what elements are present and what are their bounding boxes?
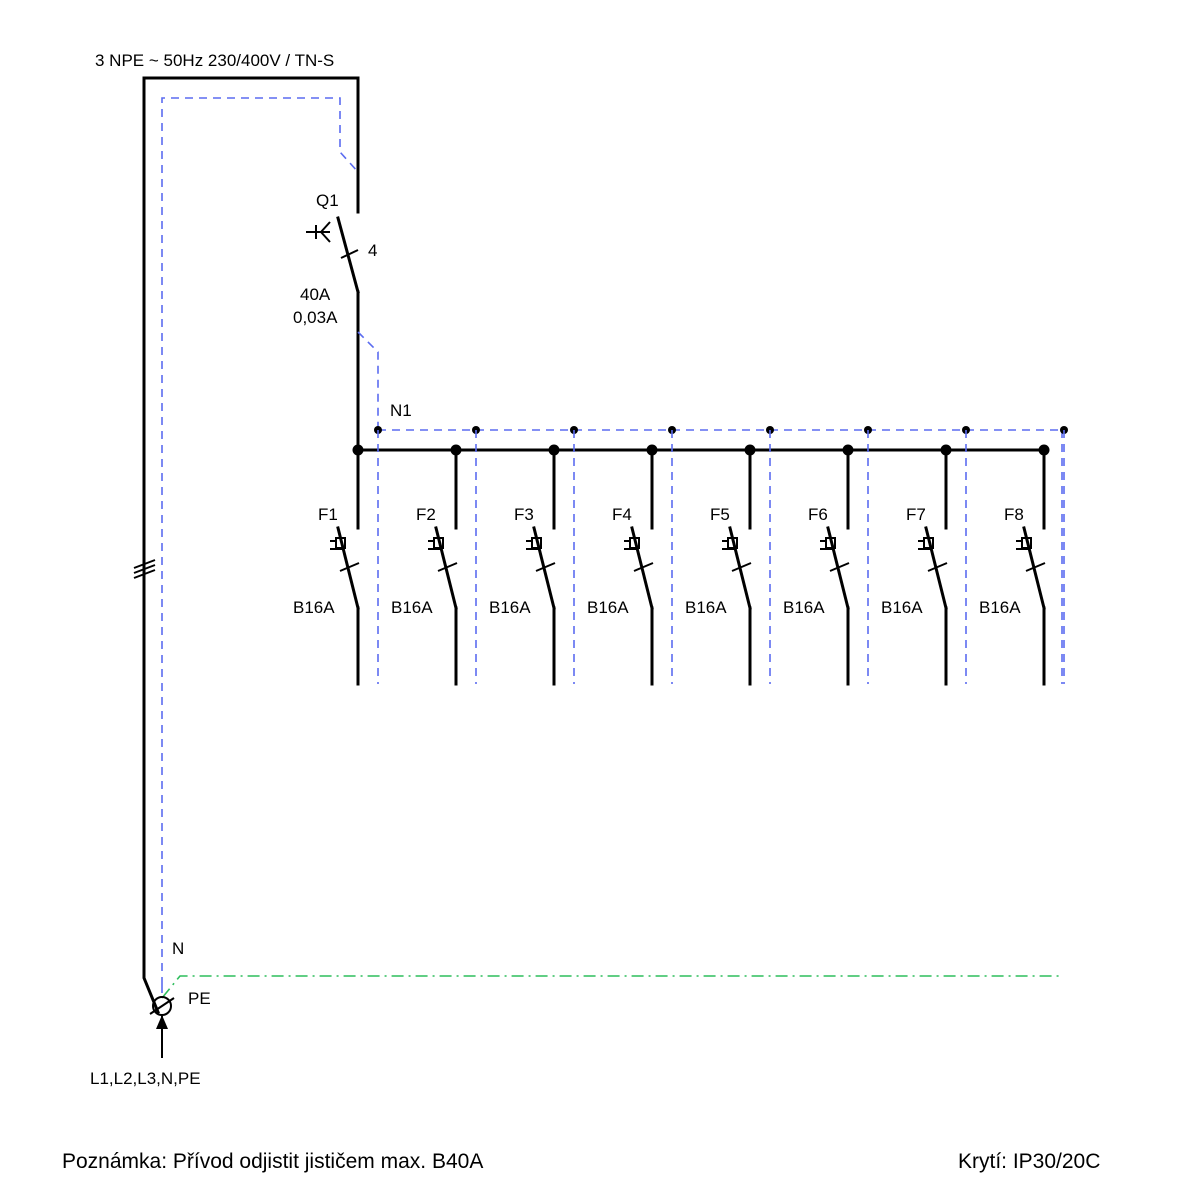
breaker-pole-tick-3 [535,562,556,572]
q1-pole-tick [340,249,359,259]
phase-junction-7 [940,444,952,456]
q1-output-neutral [357,331,379,430]
breaker-pole-tick-8 [1025,562,1046,572]
breaker-rating-1: B16A [293,598,335,617]
breaker-pole-tick-5 [731,562,752,572]
phase-junction-3 [548,444,560,456]
main-phase-conductor [142,76,360,1014]
n-entry-label: N [172,939,184,958]
breaker-label-1: F1 [318,505,338,524]
breaker-rating-3: B16A [489,598,531,617]
breaker-label-6: F6 [808,505,828,524]
pe-conductor [161,975,1062,999]
footer-note: Poznámka: Přívod odjistit jističem max. … [62,1150,483,1173]
q1-poles: 4 [368,241,377,260]
breaker-label-8: F8 [1004,505,1024,524]
q1-rating: 40A [300,285,331,304]
supply-entry-terminal [149,996,175,1058]
breaker-pole-tick-4 [633,562,654,572]
footer-protection: Krytí: IP30/20C [958,1150,1100,1173]
supply-input-label: L1,L2,L3,N,PE [90,1069,201,1088]
supply-title: 3 NPE ~ 50Hz 230/400V / TN-S [95,51,334,70]
phase-junction-4 [646,444,658,456]
q1-trip-actuator-icon [306,221,331,243]
breaker-rating-2: B16A [391,598,433,617]
q1-residual-current: 0,03A [293,308,338,327]
breaker-pole-tick-1 [339,562,360,572]
breaker-pole-tick-2 [437,562,458,572]
incoming-arrow-icon [156,1015,168,1029]
breaker-label-5: F5 [710,505,730,524]
n1-label: N1 [390,401,412,420]
phase-junction-5 [744,444,756,456]
main-neutral-conductor [161,97,359,985]
terminal-slash [149,997,175,1015]
breaker-pole-tick-7 [927,562,948,572]
phase-junction-6 [842,444,854,456]
breaker-rating-8: B16A [979,598,1021,617]
breaker-label-3: F3 [514,505,534,524]
breaker-rating-4: B16A [587,598,629,617]
q1-rcd-breaker: Q1 4 40A 0,03A [293,191,377,327]
breaker-pole-tick-6 [829,562,850,572]
phase-junction-2 [450,444,462,456]
breaker-label-7: F7 [906,505,926,524]
breaker-label-2: F2 [416,505,436,524]
three-phase-marker [133,559,156,579]
pe-entry-label: PE [188,989,211,1008]
breaker-rating-6: B16A [783,598,825,617]
breaker-rating-5: B16A [685,598,727,617]
q1-label: Q1 [316,191,339,210]
phase-junction-8 [1038,444,1050,456]
breaker-label-4: F4 [612,505,632,524]
breaker-rating-7: B16A [881,598,923,617]
